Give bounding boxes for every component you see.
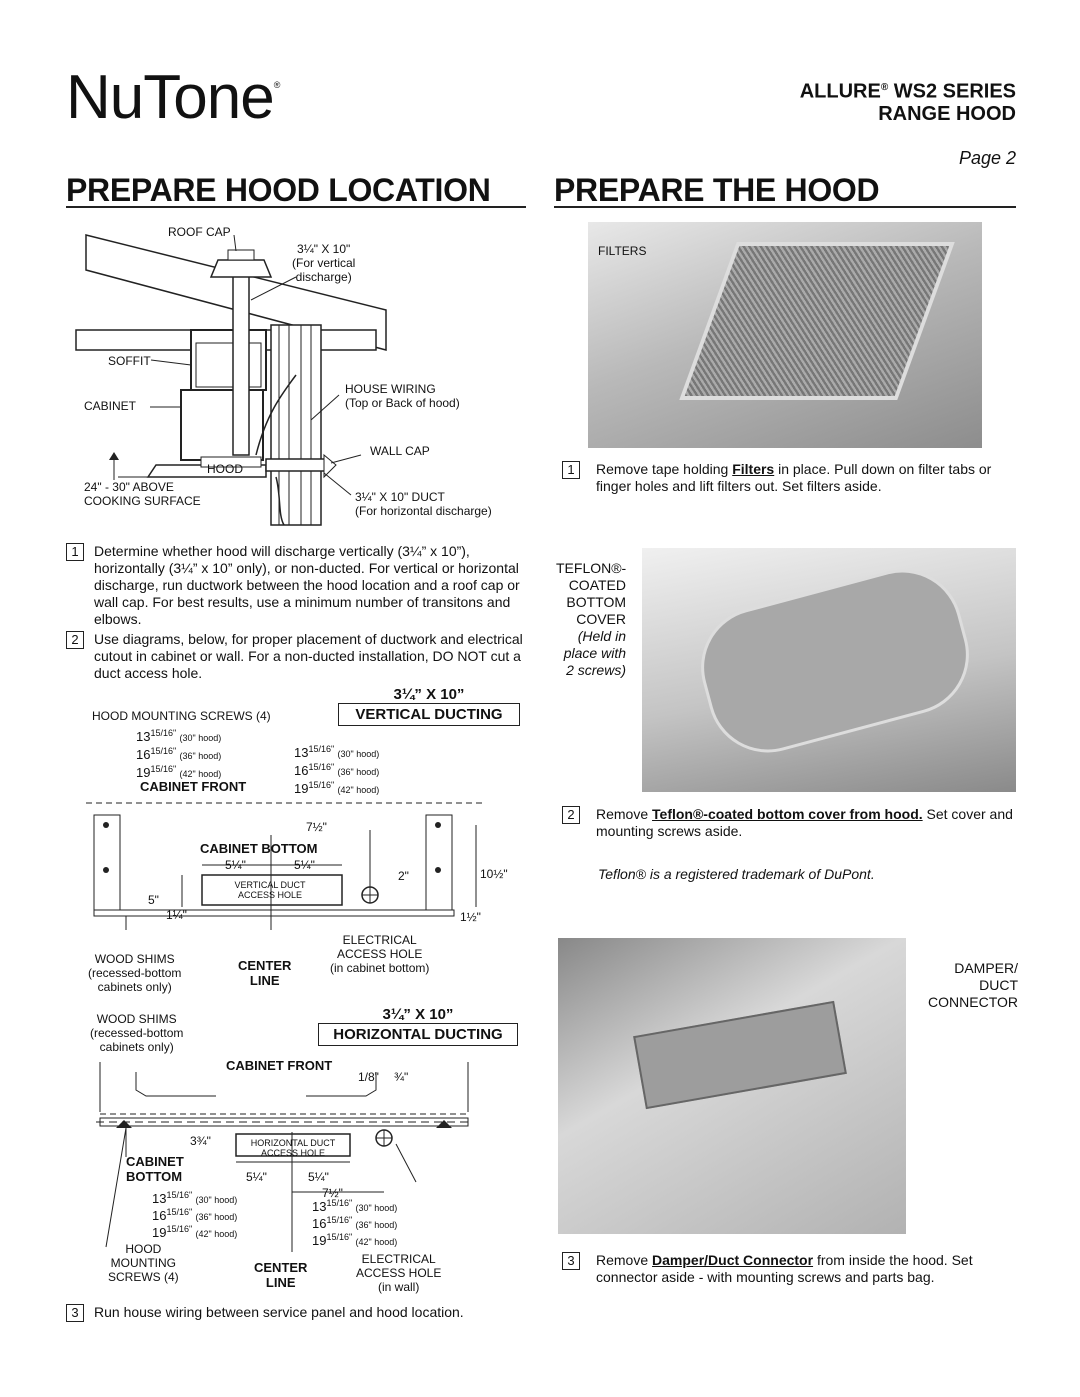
damper-photo [558,938,906,1234]
v-cabinet-bottom: CABINET BOTTOM [200,841,318,856]
right-step-3: 3 Remove Damper/Duct Connector from insi… [562,1252,1022,1286]
left-step-1: 1 Determine whether hood will discharge … [66,543,526,628]
left-step-3: 3 Run house wiring between service panel… [66,1304,526,1322]
left-heading: PREPARE HOOD LOCATION [66,172,491,208]
above-surface-label: 24" - 30" ABOVE COOKING SURFACE [84,480,201,508]
v-five: 5" [148,893,159,907]
v-five-q1: 5¼" [225,858,246,872]
right-heading: PREPARE THE HOOD [554,172,880,208]
wall-cap-label: WALL CAP [370,444,430,458]
vertical-ducting-box: 3¼” X 10” VERTICAL DUCTING [338,686,520,726]
h-five-q1: 5¼" [246,1170,267,1184]
soffit-label: SOFFIT [108,354,151,368]
bottom-cover-photo [642,548,1016,792]
right-step-1: 1 Remove tape holding Filters in place. … [562,461,1022,495]
horizontal-ducting-diagram [96,1062,472,1252]
vertical-size-label: 3¼" X 10" (For vertical discharge) [292,242,356,284]
house-wiring-label: HOUSE WIRING (Top or Back of hood) [345,382,460,410]
right-heading-rule [554,206,1016,208]
horizontal-ducting-box: 3¼” X 10” HORIZONTAL DUCTING [318,1006,518,1046]
v-seven-half: 7½" [306,820,327,834]
hood-label: HOOD [207,462,243,476]
h-dims-left: 1315/16" (30" hood) 1615/16" (36" hood) … [152,1190,238,1240]
vertical-dims-left: 1315/16" (30" hood) 1615/16" (36" hood) … [136,728,222,780]
h-three-three-q: 3¾" [190,1134,211,1148]
page-number: Page 2 [958,148,1016,168]
series-title: ALLURE® WS2 SERIES [799,80,1016,103]
left-step-2: 2 Use diagrams, below, for proper placem… [66,631,526,682]
brand-logo: NuTone® [66,63,280,132]
h-five-q2: 5¼" [308,1170,329,1184]
v-two: 2" [398,869,409,883]
v-five-q2: 5¼" [294,858,315,872]
roof-cap-label: ROOF CAP [168,225,231,239]
v-ten-half: 10½" [480,867,508,881]
installation-diagram [75,234,387,526]
v-one-half: 1½" [460,910,481,924]
left-heading-rule [66,206,526,208]
v-one-q: 1¼" [166,908,187,922]
vertical-dims-right: 1315/16" (30" hood) 1615/16" (36" hood) … [294,744,380,796]
h-dims-right: 1315/16" (30" hood) 1615/16" (36" hood) … [312,1198,398,1248]
h-three-q: ¾" [394,1070,409,1084]
vertical-cabinet-front: CABINET FRONT [140,779,247,794]
filters-photo [588,222,982,448]
filters-label: FILTERS [598,244,647,258]
mounting-screws-label: HOOD MOUNTING SCREWS (4) [92,709,271,723]
vertical-ducting-diagram [86,802,486,930]
teflon-trademark: Teflon® is a registered trademark of DuP… [598,866,875,882]
right-step-2: 2 Remove Teflon®-coated bottom cover fro… [562,806,1022,840]
product-title: RANGE HOOD [878,103,1016,125]
cabinet-label: CABINET [84,399,137,413]
h-seven-half: 7½" [322,1186,343,1200]
h-eighth: 1/8" [358,1070,379,1084]
horizontal-duct-label: 3¼" X 10" DUCT (For horizontal discharge… [355,490,492,518]
h-cabinet-front: CABINET FRONT [226,1058,333,1073]
